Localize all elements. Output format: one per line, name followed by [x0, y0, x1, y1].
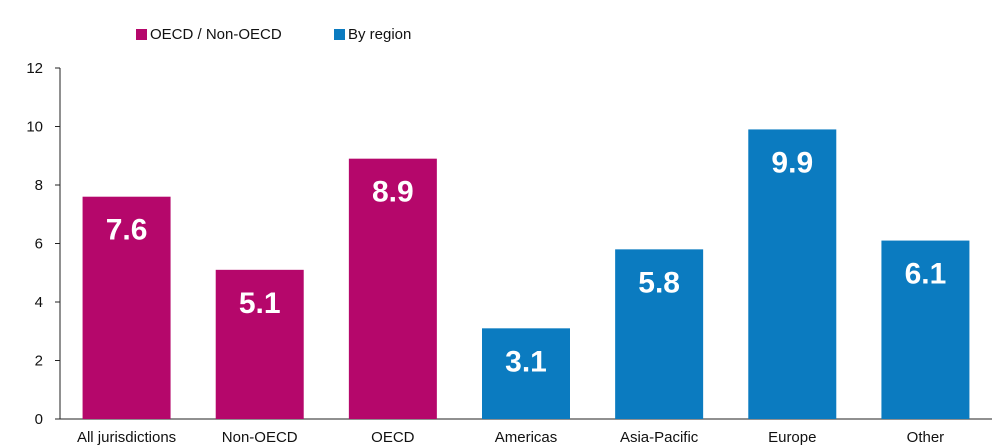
x-tick-label: Non-OECD [222, 429, 298, 446]
legend-item-region: By region [334, 26, 411, 43]
bar-value-label: 5.1 [239, 287, 281, 320]
y-tick-label: 10 [26, 119, 43, 136]
bar [348, 158, 437, 420]
y-tick-label: 6 [35, 236, 43, 253]
y-tick-label: 2 [35, 353, 43, 370]
x-tick-label: Asia-Pacific [620, 429, 699, 446]
bar-value-label: 7.6 [106, 214, 148, 247]
x-tick-label: Europe [768, 429, 816, 446]
x-tick-label: Other [907, 429, 945, 446]
bar [215, 269, 304, 419]
legend-swatch-oecd [136, 29, 147, 40]
bar-value-label: 6.1 [905, 258, 947, 291]
x-tick-label: All jurisdictions [77, 429, 176, 446]
y-tick-label: 8 [35, 177, 43, 194]
bar [748, 129, 837, 420]
y-tick-label: 4 [35, 294, 43, 311]
y-tick-label: 0 [35, 411, 43, 428]
bar-value-label: 3.1 [505, 345, 547, 378]
bar-value-label: 5.8 [638, 266, 680, 299]
x-tick-label: OECD [371, 429, 415, 446]
bar [82, 196, 171, 419]
legend-item-oecd: OECD / Non-OECD [136, 26, 282, 43]
bar [615, 249, 704, 419]
bar [881, 240, 970, 419]
bar [482, 328, 570, 419]
legend-label-oecd: OECD / Non-OECD [150, 26, 282, 43]
bar-value-label: 9.9 [771, 146, 813, 179]
y-tick-label: 12 [26, 60, 43, 77]
legend-swatch-region [334, 29, 345, 40]
bar-value-label: 8.9 [372, 176, 414, 209]
legend-label-region: By region [348, 26, 412, 43]
x-tick-label: Americas [495, 429, 558, 446]
